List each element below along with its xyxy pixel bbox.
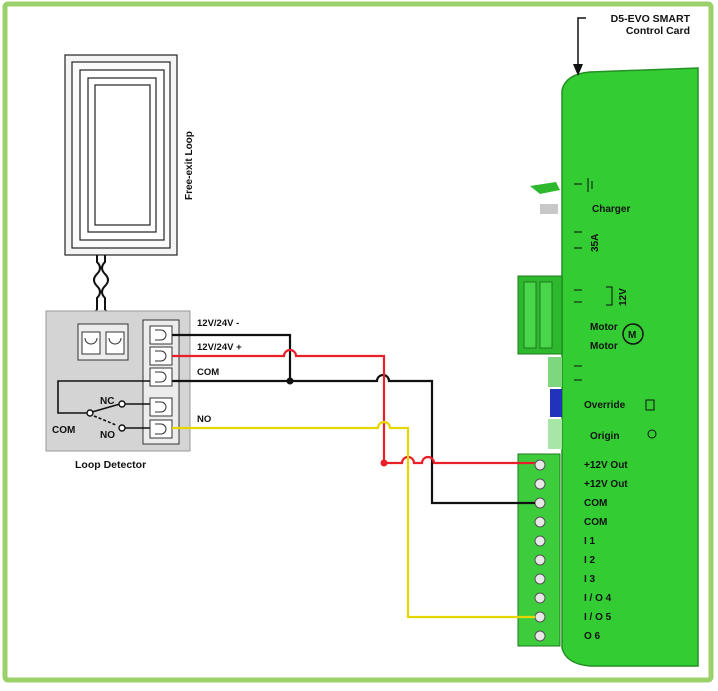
relay-com-label: COM: [52, 425, 75, 436]
detector-title: Loop Detector: [75, 459, 146, 471]
motor-icon: [622, 323, 644, 345]
card-label-charger: Charger: [592, 204, 630, 215]
terminal-label-12v-minus: 12V/24V -: [197, 318, 239, 329]
control-card: M: [517, 67, 699, 667]
card-label-fuse: 35A: [590, 234, 601, 252]
wire-yellow-no: [172, 420, 535, 619]
origin-icon: [647, 429, 657, 439]
terminal-label-12v-plus: 12V/24V +: [197, 342, 242, 353]
wire-red-positive: [172, 348, 535, 465]
card-terminal-label: COM: [584, 498, 607, 509]
wire-black-negative: [172, 333, 292, 381]
card-label-origin: Origin: [590, 431, 619, 442]
card-title-line1: D5-EVO SMART: [611, 13, 691, 25]
card-terminal-label: I 1: [584, 536, 596, 547]
svg-text:M: M: [628, 330, 636, 341]
card-label-motor-a: Motor: [590, 322, 618, 333]
card-terminal-label: I / O 4: [584, 593, 612, 604]
relay-nc-label: NC: [100, 396, 114, 407]
terminal-label-no: NO: [197, 414, 211, 425]
relay-no-label: NO: [100, 430, 115, 441]
card-terminal-label: I 2: [584, 555, 596, 566]
loop-detector: NC COM NO Loop Detector: [45, 310, 191, 471]
loop-label: Free-exit Loop: [184, 131, 195, 200]
card-label-override: Override: [584, 400, 626, 411]
card-terminal-label: I 3: [584, 574, 596, 585]
card-terminal-label: COM: [584, 517, 607, 528]
card-label-motor-b: Motor: [590, 341, 618, 352]
free-exit-loop: Free-exit Loop: [64, 54, 195, 332]
card-terminal-label: +12V Out: [584, 460, 628, 471]
card-title-line2: Control Card: [626, 25, 690, 37]
override-switch: [550, 389, 562, 417]
card-terminal-labels: +12V Out +12V Out COM COM I 1 I 2 I 3 I …: [584, 460, 628, 642]
card-terminal-label: I / O 5: [584, 612, 612, 623]
detector-terminal-block: [149, 325, 173, 439]
card-pointer: [577, 17, 586, 70]
card-terminal-label: O 6: [584, 631, 601, 642]
card-terminal-label: +12V Out: [584, 479, 628, 490]
terminal-label-com: COM: [197, 367, 219, 378]
override-icon: [645, 399, 655, 411]
card-label-battery: 12V: [618, 288, 629, 306]
